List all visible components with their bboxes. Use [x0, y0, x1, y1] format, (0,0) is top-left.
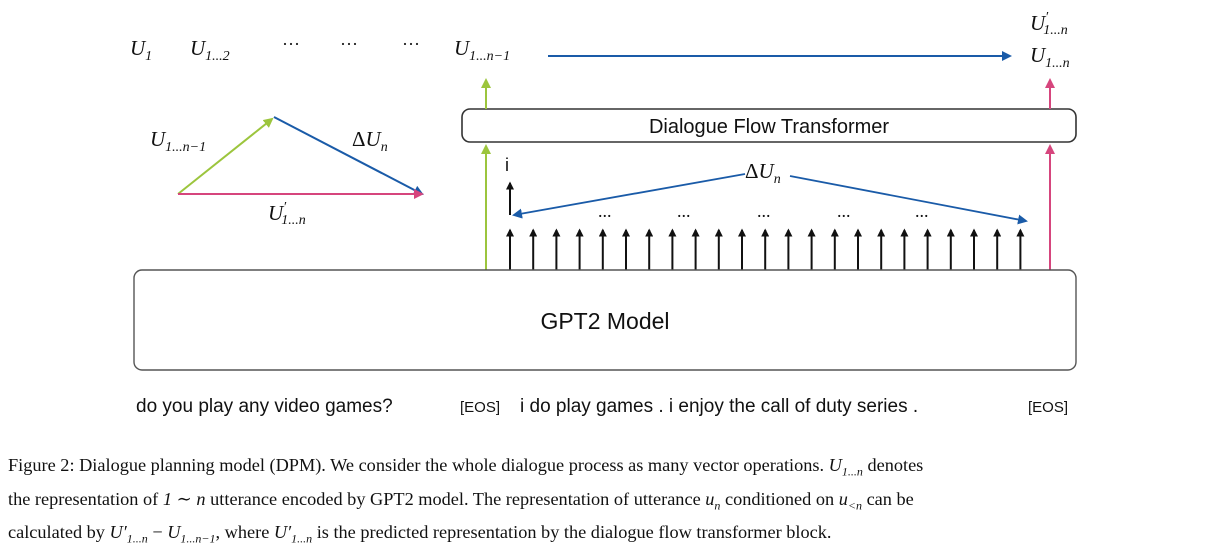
token-dots-5: ...: [915, 201, 929, 221]
delta-right-arrow: [789, 175, 1028, 225]
dialogue-flow-transformer-box: [461, 108, 1077, 143]
gpt2-model-label: GPT2 Model: [540, 308, 669, 334]
delta-un-label: ΔUn: [745, 159, 781, 187]
label-u-n-minus-1: U1...n−1: [454, 36, 510, 64]
triangle-green-vector: [177, 117, 274, 195]
gpt2-model-box: [133, 269, 1077, 371]
label-output-true: U1...n: [1030, 43, 1070, 71]
top-dots-2: ···: [340, 34, 358, 54]
input-utterance-1: do you play any video games?: [136, 396, 393, 417]
token-dots-3: ...: [757, 201, 771, 221]
triangle-pink-label: U′1...n: [268, 200, 306, 228]
label-u1: U1: [130, 36, 152, 64]
token-arrows: [506, 228, 1025, 270]
triangle-green-label: U1...n−1: [150, 127, 206, 155]
triangle-blue-vector: [273, 116, 424, 195]
token-dots-2: ...: [677, 201, 691, 221]
token-dots-4: ...: [837, 201, 851, 221]
dialogue-flow-transformer-label: Dialogue Flow Transformer: [649, 116, 889, 138]
input-eos-2: [EOS]: [1028, 399, 1068, 416]
delta-left-arrow: [512, 173, 746, 219]
top-dots-3: ···: [402, 34, 420, 54]
input-utterance-2: i do play games . i enjoy the call of du…: [520, 396, 918, 417]
triangle-blue-label: ΔUn: [352, 127, 388, 155]
top-dots-1: ···: [282, 34, 300, 54]
dpm-diagram: U1 U1...2 ··· ··· ··· U1...n−1 U′1...n U…: [130, 10, 1077, 417]
label-output-predicted: U′1...n: [1030, 10, 1068, 38]
label-u12: U1...2: [190, 36, 230, 64]
token-dots-1: ...: [598, 201, 612, 221]
input-eos-1: [EOS]: [460, 399, 500, 416]
figure-caption: Figure 2: Dialogue planning model (DPM).…: [8, 455, 924, 546]
token-i-label: i: [505, 155, 509, 175]
